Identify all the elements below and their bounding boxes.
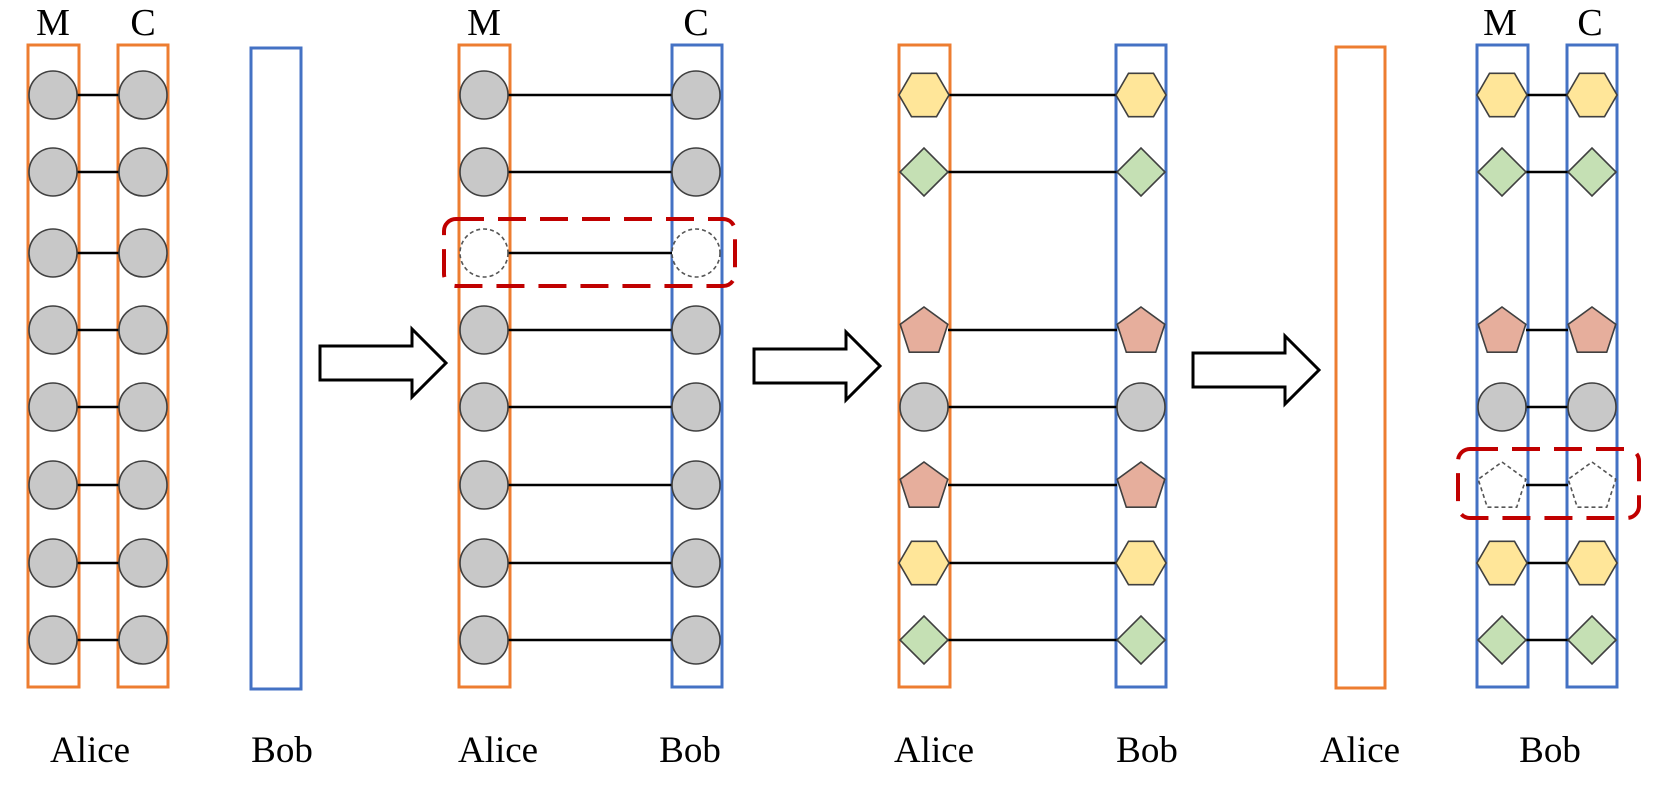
panel4-c-node-row-8-diamond bbox=[1566, 614, 1618, 666]
panel2-c-node-row-7-circle bbox=[671, 538, 721, 588]
panel4-left-column-box bbox=[1475, 43, 1530, 689]
panel3-bob-label: Bob bbox=[1116, 730, 1178, 771]
panel2-m-node-row-5-circle bbox=[459, 382, 509, 432]
panel2-m-node-row-8-circle bbox=[459, 615, 509, 665]
panel4-right-column-box bbox=[1565, 43, 1619, 689]
panel2-c-label: C bbox=[683, 2, 708, 44]
diagram-shapes bbox=[26, 43, 1641, 691]
panel4-c-node-row-7-hexagon bbox=[1566, 540, 1618, 586]
panel1-m-node-row-8-circle bbox=[28, 615, 78, 665]
panel1-c-node-row-3-circle bbox=[118, 228, 168, 278]
panel2-left-column-box bbox=[457, 43, 512, 689]
panel3-c-node-row-8-diamond bbox=[1115, 614, 1167, 666]
panel3-left-column-box bbox=[897, 43, 952, 689]
panel3-c-node-row-2-diamond bbox=[1115, 146, 1167, 198]
panel4-c-node-row-2-diamond bbox=[1566, 146, 1618, 198]
panel2-right-column-box bbox=[670, 43, 724, 689]
panel3-m-node-row-1-hexagon bbox=[898, 72, 950, 118]
panel1-m-label: M bbox=[36, 2, 70, 44]
panel1-c-label: C bbox=[130, 2, 155, 44]
panel1-bob-empty-box bbox=[249, 46, 303, 691]
panel-1 bbox=[26, 43, 303, 691]
panel1-m-node-row-4-circle bbox=[28, 305, 78, 355]
panel2-c-node-row-5-circle bbox=[671, 382, 721, 432]
panel2-c-node-row-6-circle bbox=[671, 460, 721, 510]
right-arrow-icon-3 bbox=[1191, 332, 1322, 408]
panel2-m-node-row-2-circle bbox=[459, 147, 509, 197]
panel1-right-column-box bbox=[116, 43, 170, 689]
panel-2 bbox=[442, 43, 737, 689]
panel4-alice-label: Alice bbox=[1320, 730, 1400, 771]
panel1-c-node-row-8-circle bbox=[118, 615, 168, 665]
panel2-c-node-row-4-circle bbox=[671, 305, 721, 355]
panel2-c-node-row-2-circle bbox=[671, 147, 721, 197]
panel-3 bbox=[897, 43, 1168, 689]
panel4-m-node-row-4-pentagon bbox=[1477, 306, 1527, 354]
panel4-m-node-row-5-circle bbox=[1477, 382, 1527, 432]
panel4-m-node-row-8-diamond bbox=[1476, 614, 1528, 666]
panel4-c-node-row-1-hexagon bbox=[1566, 72, 1618, 118]
panel2-m-node-row-7-circle bbox=[459, 538, 509, 588]
panel1-c-node-row-1-circle bbox=[118, 70, 168, 120]
panel3-c-node-row-1-hexagon bbox=[1115, 72, 1167, 118]
panel2-c-node-row-1-circle bbox=[671, 70, 721, 120]
panel2-c-node-row-8-circle bbox=[671, 615, 721, 665]
panel3-m-node-row-6-pentagon bbox=[899, 461, 949, 509]
panel2-alice-label: Alice bbox=[458, 730, 538, 771]
panel3-m-node-row-2-diamond bbox=[898, 146, 950, 198]
panel3-m-node-row-4-pentagon bbox=[899, 306, 949, 354]
panel1-m-node-row-2-circle bbox=[28, 147, 78, 197]
panel1-m-node-row-6-circle bbox=[28, 460, 78, 510]
panel4-m-node-row-7-hexagon bbox=[1476, 540, 1528, 586]
panel4-c-node-row-5-circle bbox=[1567, 382, 1617, 432]
panel1-m-node-row-5-circle bbox=[28, 382, 78, 432]
panel3-right-column-box bbox=[1114, 43, 1168, 689]
panel3-c-node-row-5-circle bbox=[1116, 382, 1166, 432]
panel3-m-node-row-5-circle bbox=[899, 382, 949, 432]
panel2-bob-label: Bob bbox=[659, 730, 721, 771]
panel4-c-node-row-6-pentagon bbox=[1567, 461, 1617, 509]
panel1-c-node-row-6-circle bbox=[118, 460, 168, 510]
panel3-c-node-row-6-pentagon bbox=[1116, 461, 1166, 509]
panel1-c-node-row-4-circle bbox=[118, 305, 168, 355]
panel2-c-node-row-3-circle bbox=[671, 228, 721, 278]
panel1-m-node-row-3-circle bbox=[28, 228, 78, 278]
panel1-m-node-row-1-circle bbox=[28, 70, 78, 120]
panel3-c-node-row-4-pentagon bbox=[1116, 306, 1166, 354]
panel1-bob-label: Bob bbox=[251, 730, 313, 771]
panel3-alice-label: Alice bbox=[894, 730, 974, 771]
right-arrow-icon-1 bbox=[318, 325, 449, 401]
panel4-alice-empty-box bbox=[1334, 45, 1387, 690]
panel2-m-label: M bbox=[467, 2, 501, 44]
panel1-c-node-row-5-circle bbox=[118, 382, 168, 432]
panel4-m-node-row-6-pentagon bbox=[1477, 461, 1527, 509]
panel4-c-node-row-4-pentagon bbox=[1567, 306, 1617, 354]
panel1-c-node-row-2-circle bbox=[118, 147, 168, 197]
panel4-m-node-row-1-hexagon bbox=[1476, 72, 1528, 118]
panel2-m-node-row-6-circle bbox=[459, 460, 509, 510]
panel4-m-node-row-2-diamond bbox=[1476, 146, 1528, 198]
panel2-m-node-row-1-circle bbox=[459, 70, 509, 120]
panel4-c-label: C bbox=[1577, 2, 1602, 44]
panel3-m-node-row-7-hexagon bbox=[898, 540, 950, 586]
panel2-m-node-row-4-circle bbox=[459, 305, 509, 355]
panel2-m-node-row-3-circle bbox=[459, 228, 509, 278]
panel4-bob-label: Bob bbox=[1519, 730, 1581, 771]
panel3-m-node-row-8-diamond bbox=[898, 614, 950, 666]
right-arrow-icon-2 bbox=[752, 328, 883, 404]
panel1-c-node-row-7-circle bbox=[118, 538, 168, 588]
panel1-left-column-box bbox=[26, 43, 81, 689]
panel-4 bbox=[1334, 43, 1641, 690]
panel1-m-node-row-7-circle bbox=[28, 538, 78, 588]
panel3-c-node-row-7-hexagon bbox=[1115, 540, 1167, 586]
panel1-alice-label: Alice bbox=[50, 730, 130, 771]
panel4-missing-pair-highlight bbox=[1456, 447, 1641, 520]
panel4-m-label: M bbox=[1483, 2, 1517, 44]
panel2-missing-pair-highlight bbox=[442, 217, 737, 288]
